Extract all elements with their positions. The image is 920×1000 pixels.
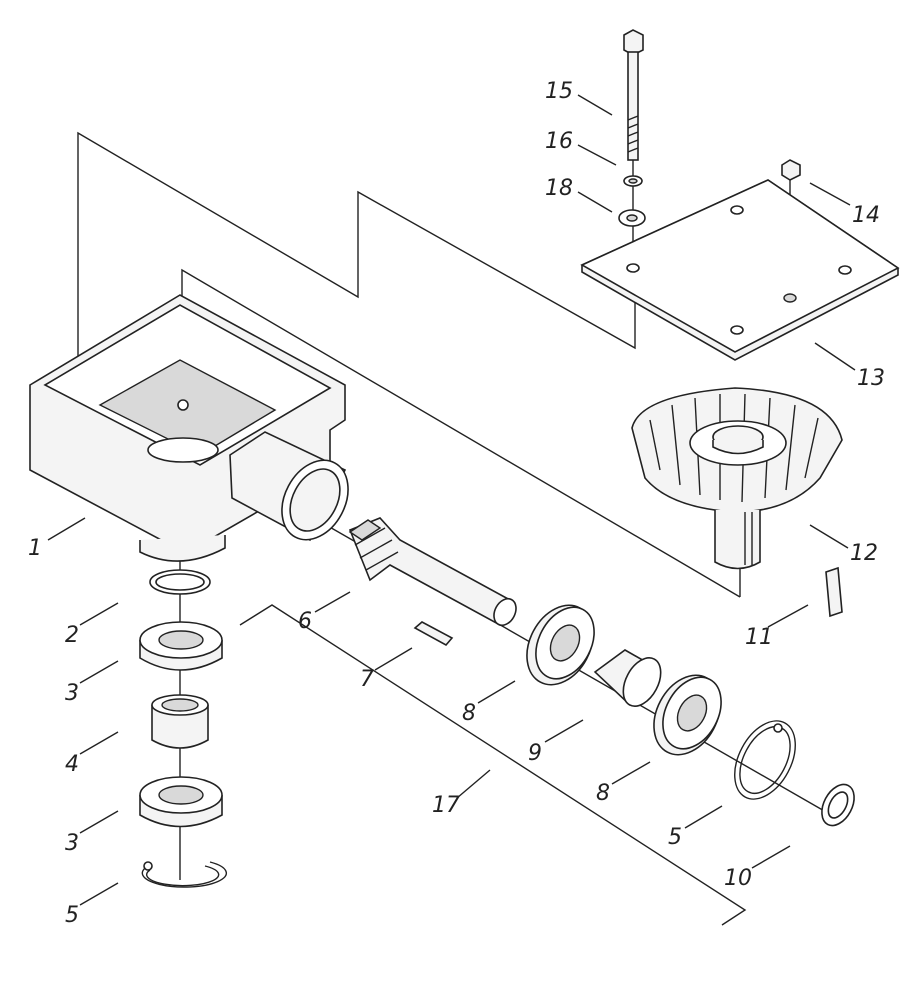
shaft-key <box>413 621 454 647</box>
callout-2: 2 <box>65 623 79 648</box>
callout-12: 12 <box>850 541 878 566</box>
callout-14: 14 <box>852 203 880 228</box>
callout-7: 7 <box>360 667 374 692</box>
snap-ring-lower <box>141 861 227 888</box>
callout-3-upper: 3 <box>65 681 79 706</box>
callout-15: 15 <box>545 79 573 104</box>
callout-labels: 1 2 3 4 3 5 6 7 8 9 8 5 10 11 12 13 14 1… <box>28 79 885 928</box>
callout-8-right: 8 <box>596 781 610 806</box>
retaining-ring <box>821 783 855 827</box>
callout-10: 10 <box>724 866 752 891</box>
bearing-lower-top <box>139 621 223 671</box>
bearing-lower-bottom <box>139 776 223 828</box>
hex-bolt <box>623 29 644 161</box>
spacer-lower <box>151 694 209 749</box>
pinion-shaft <box>348 517 517 627</box>
flat-washer <box>618 209 646 227</box>
callout-3-lower: 3 <box>65 831 79 856</box>
bearing-shaft-b <box>653 674 722 756</box>
bevel-gear <box>631 387 843 570</box>
callout-11: 11 <box>745 625 773 650</box>
callout-8-left: 8 <box>462 701 476 726</box>
gear-key <box>825 566 843 618</box>
lock-washer <box>623 175 643 187</box>
o-ring <box>149 569 211 595</box>
callout-13: 13 <box>857 366 885 391</box>
snap-ring-shaft <box>734 720 796 800</box>
cover-plate <box>580 179 900 361</box>
callout-18: 18 <box>545 176 573 201</box>
callout-9: 9 <box>528 741 542 766</box>
callout-6: 6 <box>298 609 312 634</box>
spacer-shaft <box>593 649 662 707</box>
gearbox-housing <box>29 294 349 562</box>
drain-plug <box>781 159 801 181</box>
bearing-shaft-a <box>526 604 595 686</box>
callout-4: 4 <box>65 752 79 777</box>
callout-17: 17 <box>432 793 460 818</box>
callout-1: 1 <box>28 536 42 561</box>
callout-16: 16 <box>545 129 573 154</box>
callout-5-lower: 5 <box>65 903 79 928</box>
callout-5-shaft: 5 <box>668 825 682 850</box>
callout-arrows <box>47 94 856 906</box>
